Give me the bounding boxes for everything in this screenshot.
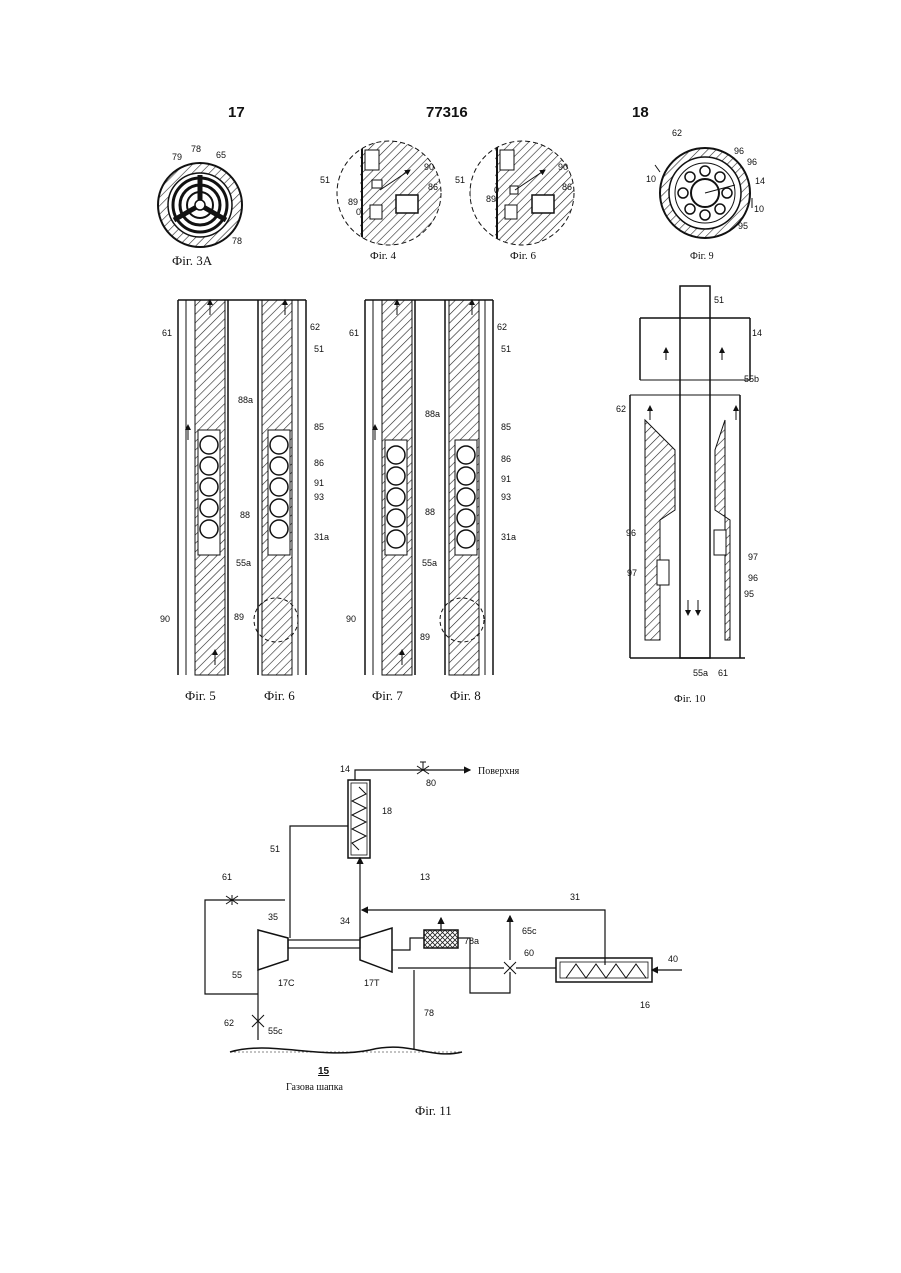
fig7-8-label: 86 [501, 454, 511, 464]
fig10-label: 14 [752, 328, 762, 338]
fig7-8-label: 31a [501, 532, 516, 542]
fig9-label: 14 [755, 176, 765, 186]
fig11-label: 18 [382, 806, 392, 816]
fig11-caption: Фіг. 11 [415, 1103, 452, 1119]
fig8-caption: Фіг. 8 [450, 688, 481, 704]
fig11-label: 16 [640, 1000, 650, 1010]
fig4-label: 90 [424, 162, 434, 172]
fig5-6-label: 88 [240, 510, 250, 520]
fig11-label: 78a [464, 936, 479, 946]
fig7-8-label: 91 [501, 474, 511, 484]
fig10-label: 96 [626, 528, 636, 538]
fig3a-label: 78 [232, 236, 242, 246]
fig11-label: 14 [340, 764, 350, 774]
fig11-drawing [205, 762, 682, 1054]
fig7-8-label: 61 [349, 328, 359, 338]
fig4-drawing: 51 90 86 89 0 [320, 140, 450, 250]
fig3a-label: 65 [216, 150, 226, 160]
fig10-label: 96 [748, 573, 758, 583]
fig9-label: 10 [754, 204, 764, 214]
fig5-6-label: 93 [314, 492, 324, 502]
fig11-label: 55 [232, 970, 242, 980]
fig9-label: 62 [672, 128, 682, 138]
fig5-6-label: 61 [162, 328, 172, 338]
fig7-8-label: 89 [420, 632, 430, 642]
fig11-gas-cap-label: Газова шапка [286, 1082, 343, 1093]
fig7-8-drawing: 61 62 51 88a 85 86 91 93 88 31a 55a 90 8… [346, 300, 516, 675]
fig11-label: 80 [426, 778, 436, 788]
fig10-drawing: 51 14 55b 62 96 97 97 96 95 55a 61 [616, 286, 762, 678]
fig3a-drawing: 79 78 65 78 [158, 144, 242, 247]
fig7-8-label: 88a [425, 409, 440, 419]
fig9-caption: Фіг. 9 [690, 251, 714, 262]
fig10-label: 97 [627, 568, 637, 578]
fig11-label: 62 [224, 1018, 234, 1028]
fig5-6-label: 31a [314, 532, 329, 542]
fig4-label: 0 [356, 207, 361, 217]
fig11-label: 60 [524, 948, 534, 958]
fig9-label: 96 [747, 157, 757, 167]
fig5-6-label: 88a [238, 395, 253, 405]
fig9-label: 10 [646, 174, 656, 184]
fig7-8-label: 93 [501, 492, 511, 502]
fig3a-label: 78 [191, 144, 201, 154]
fig10-label: 55a [693, 668, 708, 678]
fig6-detail-caption: Фіг. 6 [510, 250, 536, 262]
fig11-label: 31 [570, 892, 580, 902]
fig3a-caption: Фіг. 3А [172, 253, 212, 269]
fig5-caption: Фіг. 5 [185, 688, 216, 704]
fig6-detail-label: 51 [455, 175, 465, 185]
fig11-label: 55c [268, 1026, 283, 1036]
fig5-6-label: 55a [236, 558, 251, 568]
fig11-surface-label: Поверхня [478, 766, 520, 777]
fig7-8-label: 55a [422, 558, 437, 568]
fig9-label: 96 [734, 146, 744, 156]
fig7-8-label: 62 [497, 322, 507, 332]
fig7-8-label: 85 [501, 422, 511, 432]
fig11-label: 65c [522, 926, 537, 936]
fig4-caption: Фіг. 4 [370, 250, 396, 262]
fig6-detail-label: 90 [558, 162, 568, 172]
fig7-8-label: 90 [346, 614, 356, 624]
fig11-label: 34 [340, 916, 350, 926]
fig9-label: 95 [738, 221, 748, 231]
fig11-label: 13 [420, 872, 430, 882]
fig11-label: 51 [270, 844, 280, 854]
fig11-gas-cap-number: 15 [318, 1066, 330, 1077]
fig11-label: 17T [364, 978, 380, 988]
fig6-detail-drawing: 51 90 86 0 89 [455, 140, 585, 250]
fig11-label: 78 [424, 1008, 434, 1018]
fig10-label: 55b [744, 374, 759, 384]
fig5-6-label: 89 [234, 612, 244, 622]
fig5-6-label: 85 [314, 422, 324, 432]
fig7-8-label: 51 [501, 344, 511, 354]
fig5-6-label: 62 [310, 322, 320, 332]
fig10-label: 95 [744, 589, 754, 599]
fig11-label: 17C [278, 978, 295, 988]
fig9-drawing: 62 96 96 14 10 10 95 [646, 128, 765, 238]
fig7-8-label: 88 [425, 507, 435, 517]
fig10-label: 51 [714, 295, 724, 305]
fig4-label: 86 [428, 182, 438, 192]
fig10-caption: Фіг. 10 [674, 693, 706, 705]
fig5-6-label: 91 [314, 478, 324, 488]
fig5-6-label: 90 [160, 614, 170, 624]
fig5-6-label: 51 [314, 344, 324, 354]
fig10-label: 62 [616, 404, 626, 414]
fig11-label: 35 [268, 912, 278, 922]
fig6-caption: Фіг. 6 [264, 688, 295, 704]
fig10-label: 97 [748, 552, 758, 562]
fig6-detail-label: 86 [562, 182, 572, 192]
fig11-label: 40 [668, 954, 678, 964]
fig7-caption: Фіг. 7 [372, 688, 403, 704]
fig6-detail-label: 89 [486, 194, 496, 204]
fig3a-label: 79 [172, 152, 182, 162]
fig4-label: 51 [320, 175, 330, 185]
fig4-label: 89 [348, 197, 358, 207]
fig11-label: 61 [222, 872, 232, 882]
fig10-label: 61 [718, 668, 728, 678]
fig5-6-drawing: 61 62 51 88a 85 86 91 93 88 31a 55a 90 8… [160, 300, 329, 675]
fig5-6-label: 86 [314, 458, 324, 468]
